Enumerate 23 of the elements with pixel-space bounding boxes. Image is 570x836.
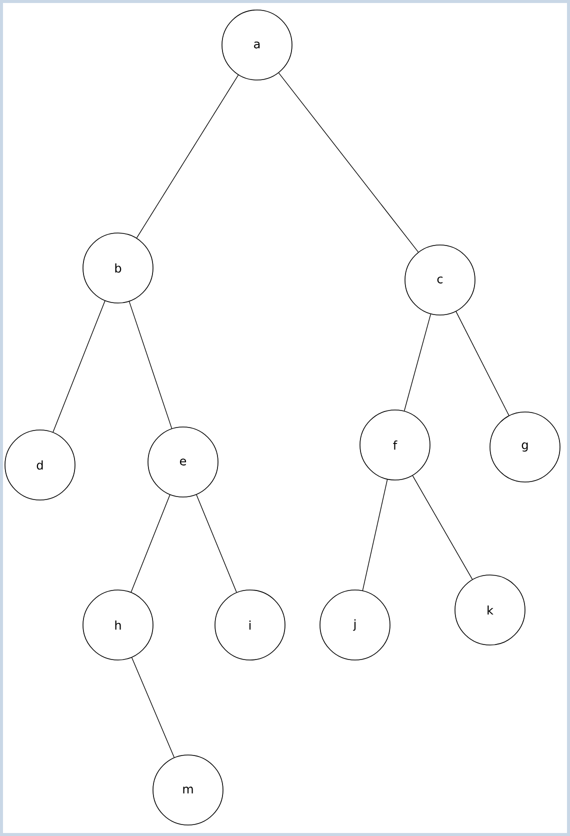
tree-edge — [128, 301, 172, 429]
tree-edge — [404, 314, 432, 412]
tree-node: i — [214, 590, 286, 660]
tree-edge — [456, 311, 510, 416]
tree-edge — [130, 494, 170, 592]
tree-node: j — [320, 590, 390, 660]
tree-edge — [362, 479, 388, 591]
tree-edge — [52, 300, 106, 432]
tree-node: g — [490, 412, 560, 482]
tree-node: f — [360, 410, 430, 480]
tree-edge — [278, 72, 419, 252]
tree-node: m — [152, 754, 224, 826]
tree-edge — [131, 657, 175, 758]
tree-edge — [196, 494, 237, 593]
tree-edge — [136, 74, 239, 238]
tree-node: a — [222, 10, 292, 80]
tree-node: h — [82, 590, 154, 660]
tree-node: c — [404, 244, 476, 316]
tree-node: e — [148, 426, 218, 498]
tree-edge — [412, 475, 473, 580]
tree-node: d — [4, 430, 76, 500]
tree-node: k — [454, 574, 526, 646]
tree-node: b — [82, 232, 154, 304]
